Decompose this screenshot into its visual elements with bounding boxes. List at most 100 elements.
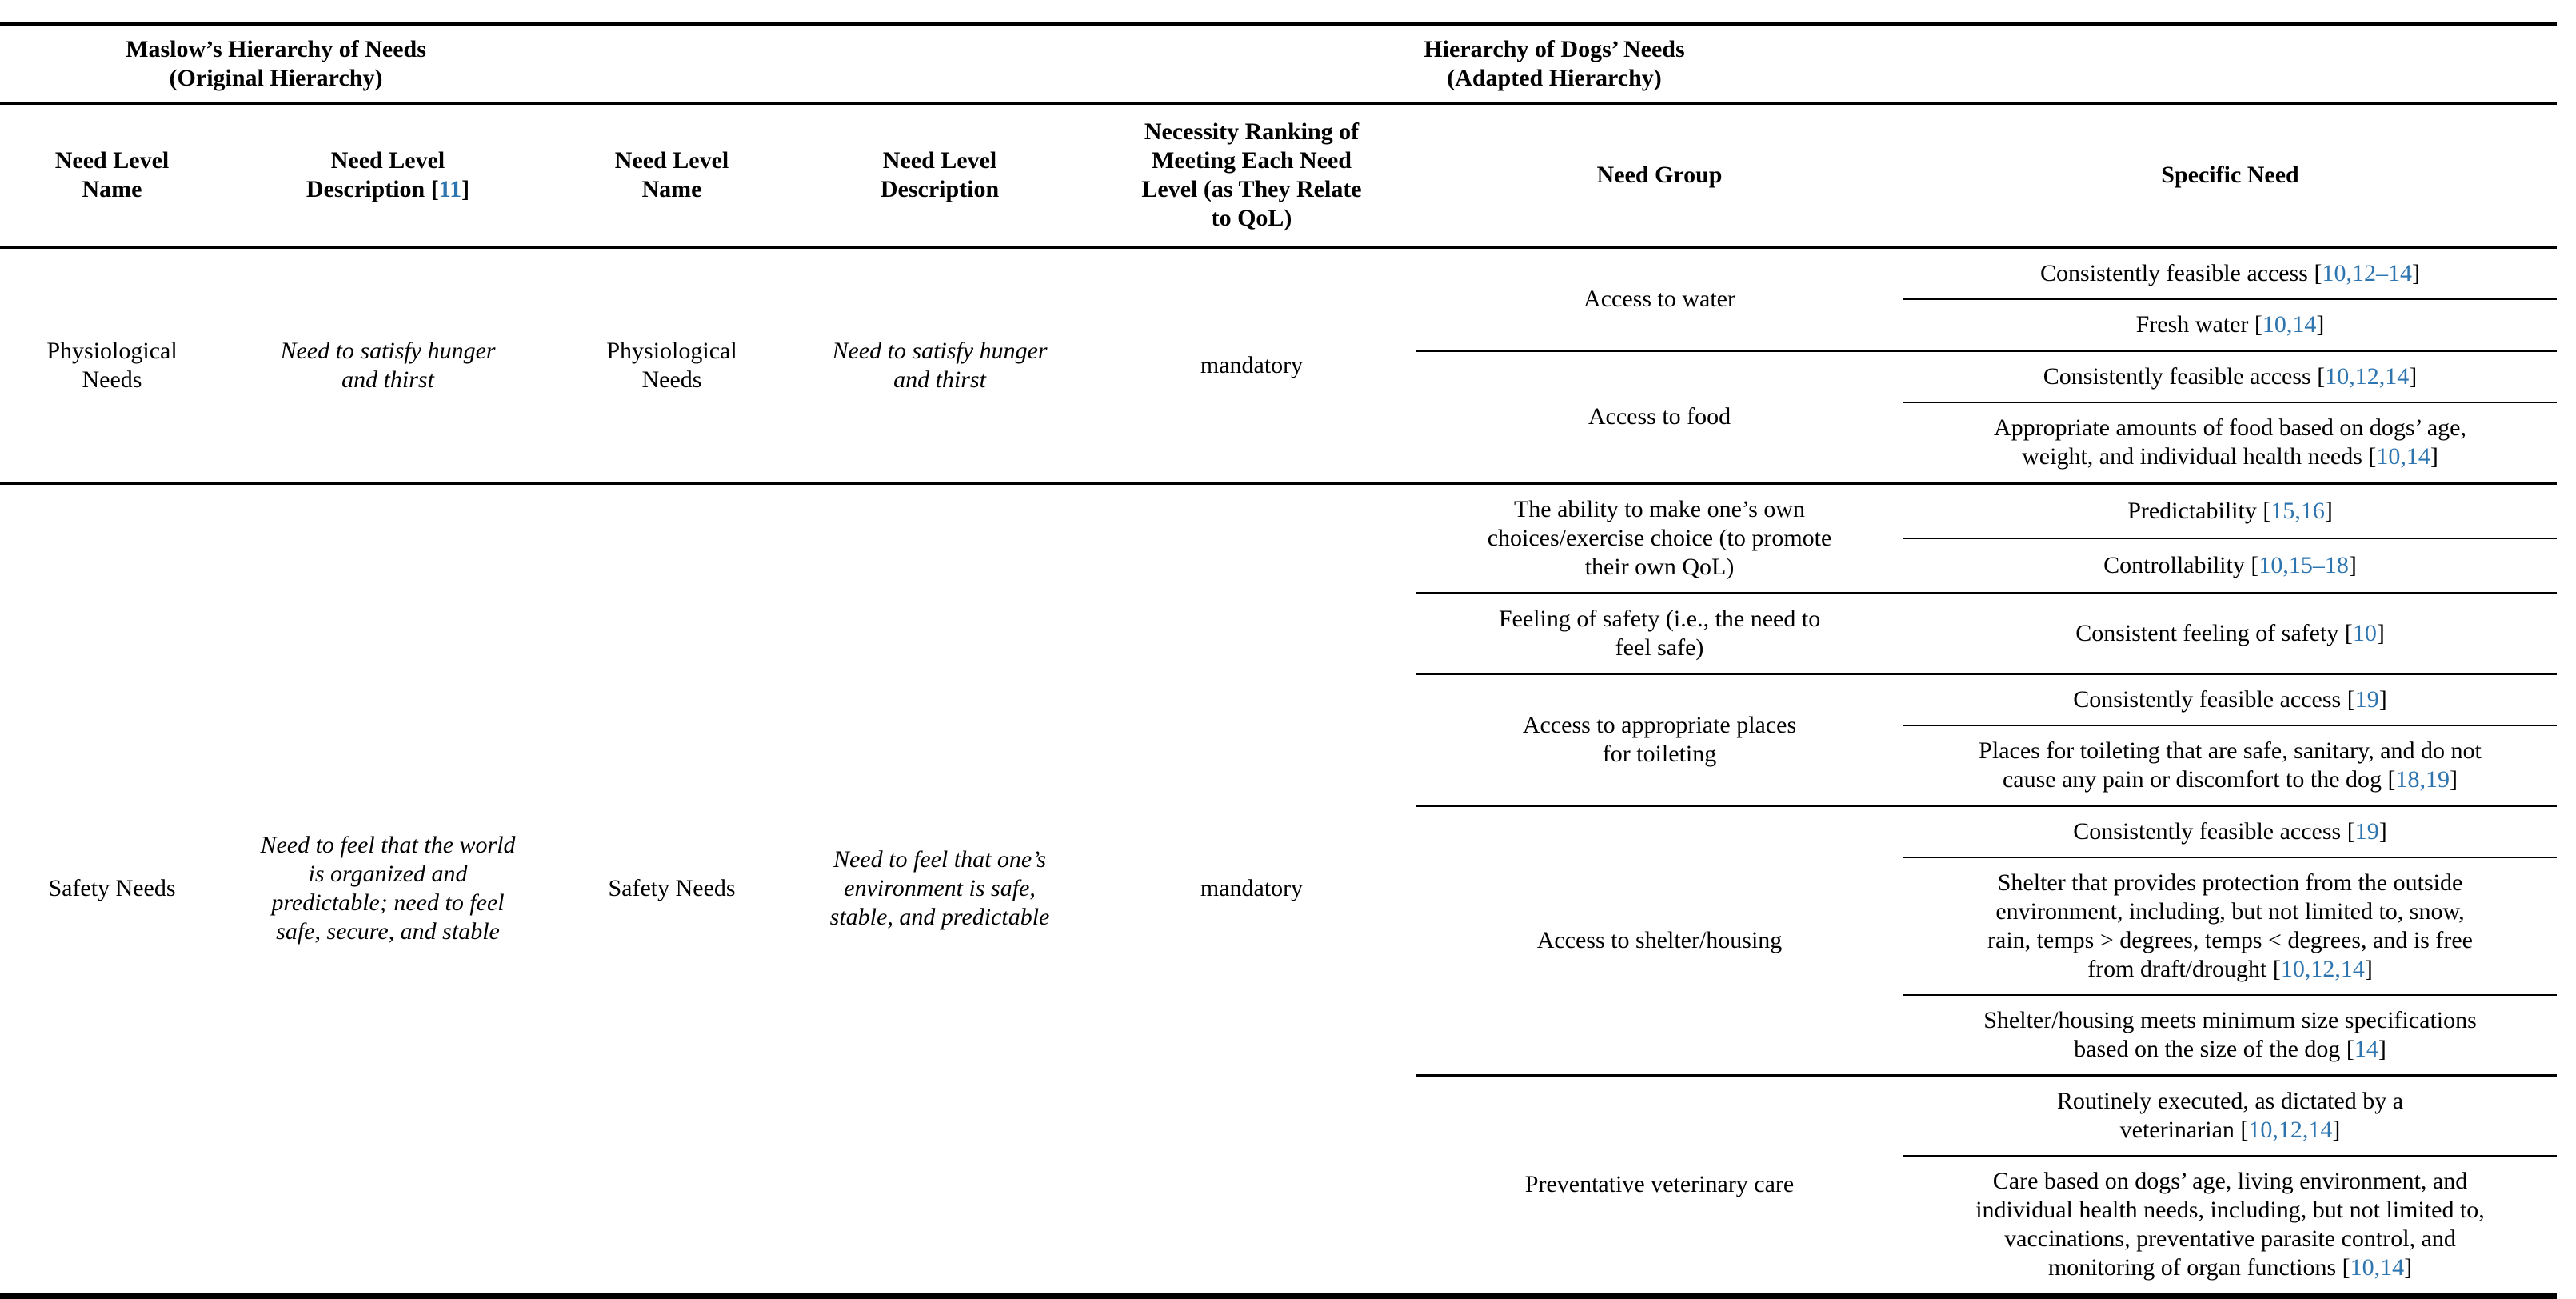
citation-link[interactable]: 14 xyxy=(2354,1036,2378,1062)
maslow-hierarchy-header-text: Maslow’s Hierarchy of Needs (Original Hi… xyxy=(126,36,426,91)
citation-link[interactable]: 10,15–18 xyxy=(2258,552,2349,578)
specific-need-cell: Consistently feasible access [10,12–14] xyxy=(1903,246,2558,299)
need-group-cell: Access to food xyxy=(1416,350,1904,483)
table-row: Shelter that provides protection from th… xyxy=(0,857,2558,995)
specific-need-cell: Consistent feeling of safety [10] xyxy=(1903,592,2558,674)
citation-link[interactable]: 19 xyxy=(2354,818,2379,845)
specific-need-cell-text: Consistently feasible access xyxy=(2043,363,2311,390)
need-group-cell-text: Access to appropriate places for toileti… xyxy=(1522,712,1797,767)
maslow-need-level-name-text: Safety Needs xyxy=(48,875,176,901)
col-header-text: Specific Need xyxy=(2161,162,2299,188)
col-header-need-level-name-maslow: Need Level Name xyxy=(0,103,224,249)
maslow-need-level-name: Physiological Needs xyxy=(0,246,224,483)
citation-link[interactable]: 10,14 xyxy=(2350,1254,2405,1281)
specific-need-cell: Consistently feasible access [19] xyxy=(1903,673,2558,725)
specific-need-cell: Consistently feasible access [10,12,14] xyxy=(1903,350,2558,402)
bracket: ] xyxy=(2404,1254,2413,1281)
dog-need-level-name-text: Safety Needs xyxy=(608,875,736,901)
citation-link[interactable]: 19 xyxy=(2354,686,2379,713)
specific-need-cell-text: Fresh water xyxy=(2135,311,2249,338)
specific-need-cell: Controllability [10,15–18] xyxy=(1903,538,2558,594)
bracket: ] xyxy=(2324,498,2333,524)
bracket: ] xyxy=(2378,818,2387,845)
table-row: Feeling of safety (i.e., the need to fee… xyxy=(0,592,2558,674)
need-group-cell: Access to appropriate places for toileti… xyxy=(1416,673,1904,806)
dog-need-level-description-text: Need to feel that one’s environment is s… xyxy=(829,846,1050,930)
dogs-hierarchy-header: Hierarchy of Dogs’ Needs (Adapted Hierar… xyxy=(552,24,2558,105)
col-header-specific-need: Specific Need xyxy=(1903,103,2558,249)
specific-need-cell: Shelter that provides protection from th… xyxy=(1903,857,2558,995)
bracket: ] xyxy=(2430,443,2438,470)
specific-need-cell: Routinely executed, as dictated by a vet… xyxy=(1903,1074,2558,1156)
citation-link[interactable]: 18,19 xyxy=(2395,766,2450,793)
bracket: [ xyxy=(2362,443,2377,470)
needs-comparison-table: Maslow’s Hierarchy of Needs (Original Hi… xyxy=(0,22,2558,1299)
bracket: [ xyxy=(2340,1036,2354,1062)
citation-link[interactable]: 10,12,14 xyxy=(2280,956,2365,982)
need-group-cell: Access to shelter/housing xyxy=(1416,805,1904,1076)
citation-link[interactable]: 10,14 xyxy=(2376,443,2430,470)
citation-link[interactable]: 10,14 xyxy=(2262,311,2317,338)
dog-need-level-description-text: Need to satisfy hunger and thirst xyxy=(832,337,1048,393)
specific-need-cell: Shelter/housing meets minimum size speci… xyxy=(1903,994,2558,1076)
dog-need-level-name: Physiological Needs xyxy=(552,246,793,483)
bracket: [ xyxy=(2341,686,2355,713)
specific-need-cell-text: Consistently feasible access xyxy=(2073,686,2342,713)
maslow-hierarchy-header: Maslow’s Hierarchy of Needs (Original Hi… xyxy=(0,24,553,105)
specific-need-cell-text: Consistently feasible access xyxy=(2073,818,2342,845)
need-group-cell-text: Access to water xyxy=(1584,286,1735,312)
table-row: Shelter/housing meets minimum size speci… xyxy=(0,994,2558,1076)
need-group-cell-text: The ability to make one’s own choices/ex… xyxy=(1487,496,1832,580)
table-row: Appropriate amounts of food based on dog… xyxy=(0,402,2558,483)
table-row: Need Level Name Need Level Description [… xyxy=(0,103,2558,249)
bracket: ] xyxy=(2364,956,2373,982)
bracket: ] xyxy=(2376,620,2385,646)
table-row: Physiological Needs Need to satisfy hunge… xyxy=(0,246,2558,483)
col-header-text: Need Group xyxy=(1596,162,1723,188)
specific-need-cell-text: Consistently feasible access xyxy=(2040,260,2308,286)
bracket: [ xyxy=(2234,1117,2249,1143)
need-group-cell: Access to water xyxy=(1416,246,1904,351)
specific-need-cell: Appropriate amounts of food based on dog… xyxy=(1903,402,2558,483)
bracket: [ xyxy=(2307,260,2322,286)
citation-link[interactable]: 10,12–14 xyxy=(2322,260,2412,286)
table-row: Places for toileting that are safe, sani… xyxy=(0,725,2558,806)
bracket: ] xyxy=(2450,766,2458,793)
table-row: Access to shelter/housing Consistently fe… xyxy=(0,805,2558,1076)
specific-need-cell-text: Controllability xyxy=(2103,552,2245,578)
citation-link[interactable]: 11 xyxy=(438,176,462,202)
maslow-need-level-description: Need to feel that the world is organized… xyxy=(224,482,553,1296)
citation-link[interactable]: 10,12,14 xyxy=(2325,363,2410,390)
bracket: [ xyxy=(2310,363,2326,390)
bracket: [ xyxy=(2382,766,2396,793)
necessity-ranking-value-text: mandatory xyxy=(1200,351,1304,378)
bracket: ] xyxy=(2348,552,2357,578)
col-header-need-group: Need Group xyxy=(1416,103,1904,249)
specific-need-cell-text: Shelter that provides protection from th… xyxy=(1987,869,2473,982)
dog-need-level-description: Need to satisfy hunger and thirst xyxy=(792,246,1088,483)
specific-need-cell: Fresh water [10,14] xyxy=(1903,298,2558,351)
dog-need-level-name-text: Physiological Needs xyxy=(606,337,737,393)
maslow-need-level-name: Safety Needs xyxy=(0,482,224,1296)
specific-need-cell-text: Shelter/housing meets minimum size speci… xyxy=(1983,1007,2477,1062)
citation-link[interactable]: 10 xyxy=(2352,620,2377,646)
dog-need-level-name: Safety Needs xyxy=(552,482,793,1296)
necessity-ranking-value: mandatory xyxy=(1088,482,1416,1296)
maslow-need-level-description-text: Need to satisfy hunger and thirst xyxy=(280,337,496,393)
specific-need-cell-text: Places for toileting that are safe, sani… xyxy=(1979,737,2482,793)
specific-need-cell: Care based on dogs’ age, living environm… xyxy=(1903,1155,2558,1296)
specific-need-cell-text: Appropriate amounts of food based on dog… xyxy=(1994,414,2466,470)
bracket: [ xyxy=(2336,1254,2350,1281)
citation-link[interactable]: 15,16 xyxy=(2270,498,2325,524)
need-group-cell-text: Feeling of safety (i.e., the need to fee… xyxy=(1498,606,1821,661)
bracket: ] xyxy=(461,176,470,202)
maslow-need-level-description-text: Need to feel that the world is organized… xyxy=(260,832,516,945)
need-group-cell: Preventative veterinary care xyxy=(1416,1074,1904,1296)
table-row: Maslow’s Hierarchy of Needs (Original Hi… xyxy=(0,24,2558,105)
table-row: Access to appropriate places for toileti… xyxy=(0,673,2558,806)
bracket: ] xyxy=(2411,260,2420,286)
bracket: [ xyxy=(2266,956,2281,982)
citation-link[interactable]: 10,12,14 xyxy=(2248,1117,2333,1143)
bracket: ] xyxy=(2378,1036,2386,1062)
